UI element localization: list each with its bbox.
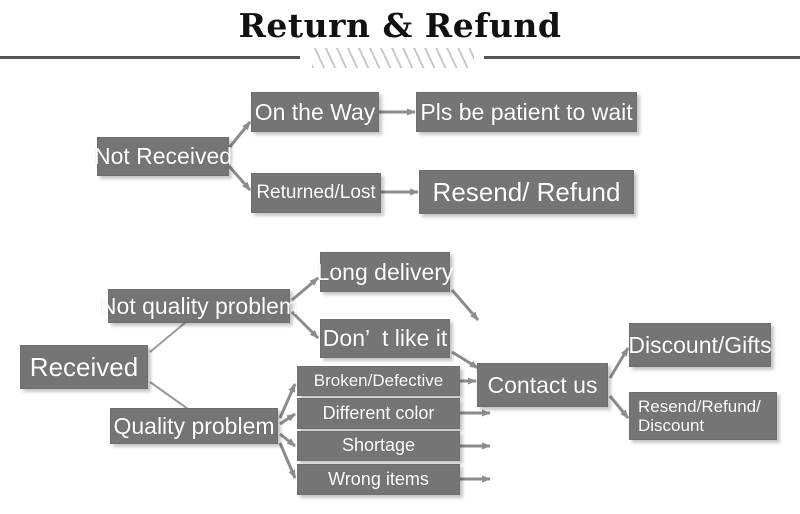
node-quality-problem[interactable]: Quality problem (110, 408, 278, 444)
node-on-the-way[interactable]: On the Way (251, 92, 379, 132)
page-title: Return & Refund (238, 6, 562, 45)
node-broken-defective[interactable]: Broken/Defective (297, 366, 460, 396)
node-different-color[interactable]: Different color (297, 398, 460, 429)
node-not-quality-problem[interactable]: Not quality problem (100, 289, 298, 323)
node-resend-refund-discount[interactable]: Resend/Refund/ Discount (629, 392, 777, 440)
node-returned-lost[interactable]: Returned/Lost (251, 173, 381, 213)
node-dont-like-it[interactable]: Don’ t like it (320, 319, 450, 358)
node-resend-refund[interactable]: Resend/ Refund (419, 170, 634, 214)
node-contact-us[interactable]: Contact us (477, 363, 608, 407)
node-received[interactable]: Received (20, 345, 148, 389)
hatch-ornament-icon (312, 48, 474, 68)
node-pls-be-patient-to-wait[interactable]: Pls be patient to wait (416, 92, 637, 132)
node-discount-gifts[interactable]: Discount/Gifts (628, 323, 772, 367)
node-wrong-items[interactable]: Wrong items (297, 464, 460, 495)
node-shortage[interactable]: Shortage (297, 431, 460, 461)
divider-rule-left (0, 56, 300, 59)
node-long-delivery[interactable]: Long delivery (317, 252, 453, 292)
divider-rule-right (484, 56, 800, 59)
node-not-received[interactable]: Not Received (94, 137, 232, 176)
header: Return & Refund (0, 0, 800, 80)
